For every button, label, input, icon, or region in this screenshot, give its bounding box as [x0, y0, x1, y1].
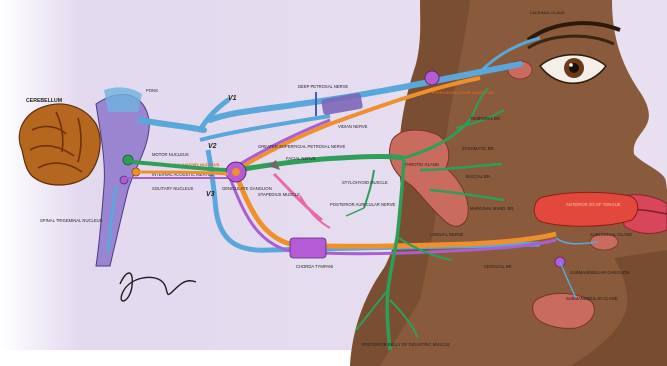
pterygopalatine-ganglion [425, 71, 439, 85]
parotid-label: PAROTID GLAND [405, 162, 439, 167]
motor-nucleus-label: MOTOR NUCLEUS [152, 152, 189, 157]
greater-petrosal-label: GREATER SUPERFICIAL PETROSAL NERVE [258, 144, 345, 149]
submandibular-gland-label: SUBMANDIBULAR GLAND [566, 296, 618, 301]
cerebellum-label: CEREBELLUM [26, 98, 62, 104]
stapedius-label: STAPEDIUS MUSCLE [258, 192, 300, 197]
zygomatic-branch-label: ZYGOMATIC BR. [462, 146, 495, 151]
pons-label: PONS [146, 88, 158, 93]
geniculate-label: GENICULATE GANGLION [222, 186, 272, 191]
cervical-branch-label: CERVICAL BR. [484, 264, 513, 269]
v3-label: V3 [206, 191, 215, 198]
facial-nerve-label: FACIAL NERVE [286, 156, 316, 161]
cerebellum [19, 104, 100, 185]
sublingual-label: SUBLINGUAL GLAND [590, 232, 632, 237]
posterior-auricular-label: POSTERIOR AURICULAR NERVE [330, 202, 396, 207]
anterior-tongue-label: ANTERIOR 2/3 OF TONGUE [566, 202, 621, 207]
vidian-label: VIDIAN NERVE [338, 124, 368, 129]
spinal-trigeminal-label: SPINAL TRIGEMINAL NUCLEUS [40, 218, 103, 223]
buccal-branch-label: BUCCAL BR. [466, 174, 491, 179]
lingual-nerve-label: LINGUAL NERVE [430, 232, 463, 237]
deep-petrosal-label: DEEP PETROSAL NERVE [298, 84, 348, 89]
chorda-label: CHORDA TYMPANI [296, 264, 333, 269]
digastric-label: POSTERIOR BELLY OF DIGASTRIC MUSCLE [362, 342, 450, 347]
v2-label: V2 [208, 143, 217, 150]
temporal-branch-label: TEMPORAL BR. [470, 116, 501, 121]
stylohyoid-label: STYLOHYOID MUSCLE [342, 180, 388, 185]
submandibular-ganglion-label: SUBMANDIBULAR GANGLION [570, 270, 629, 275]
solitary-label: SOLITARY NUCLEUS [152, 186, 194, 191]
tongue [534, 192, 638, 226]
marginal-branch-label: MARGINAL MAND. BR. [470, 206, 515, 211]
motor-nucleus [123, 155, 133, 165]
lacrimal-gland-label: LACRIMAL GLAND [530, 10, 565, 15]
v1-label: V1 [228, 95, 237, 102]
chorda-tympani [290, 238, 326, 258]
